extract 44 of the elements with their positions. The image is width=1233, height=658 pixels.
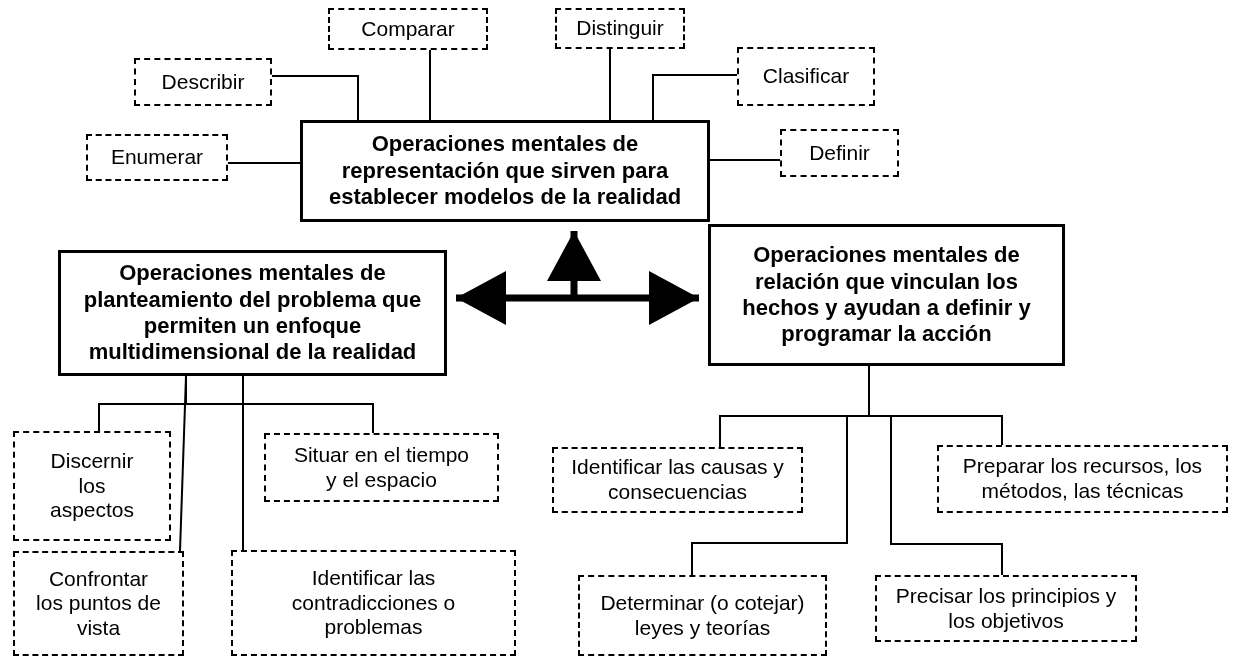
box-text: Operaciones mentales de representación que sirven para establecer modelos de la realidad <box>327 131 683 211</box>
box-text: Confrontar los puntos de vista <box>35 566 162 641</box>
operation-box <box>780 129 899 177</box>
category-box <box>58 250 447 376</box>
operation-box <box>875 575 1137 642</box>
box-text: Identificar las causas y consecuencias <box>570 455 785 505</box>
box-text: Preparar los recursos, los métodos, las técnicas <box>961 454 1204 504</box>
connector-line <box>868 365 1003 576</box>
box-text: Describir <box>161 69 245 95</box>
operation-box <box>937 445 1228 513</box>
box-text: Operaciones mentales de relación que vinculan los hechos y ayudan a definir y programar la acción <box>741 242 1032 348</box>
operation-box <box>231 550 516 656</box>
connector-line <box>709 159 781 161</box>
connector-line <box>271 75 359 121</box>
operation-box <box>328 8 488 50</box>
category-box <box>708 224 1065 366</box>
operation-box <box>13 551 184 656</box>
connector-line <box>429 49 431 121</box>
box-text: Precisar los principios y los objetivos <box>894 583 1118 634</box>
box-text: Identificar las contradicciones o problemas <box>290 566 457 640</box>
operation-box <box>264 433 499 502</box>
operation-box <box>578 575 827 656</box>
connector-line <box>609 48 611 121</box>
connector-line <box>227 162 301 164</box>
connector-line <box>179 375 187 552</box>
operation-box <box>737 47 875 106</box>
connector-line <box>242 375 244 551</box>
box-text: Discernir los aspectos <box>48 449 136 523</box>
operation-box <box>555 8 685 49</box>
category-box <box>300 120 710 222</box>
box-text: Operaciones mentales de planteamiento del problema que permiten un enfoque multidimensional de la realidad <box>82 260 423 366</box>
operation-box <box>552 447 803 513</box>
block-arrow <box>547 231 601 298</box>
box-text: Enumerar <box>110 145 204 170</box>
operation-box <box>134 58 272 106</box>
box-text: Definir <box>809 140 870 166</box>
box-text: Comparar <box>361 16 455 42</box>
box-text: Distinguir <box>576 16 664 41</box>
box-text: Determinar (o cotejar) leyes y teorías <box>599 590 806 641</box>
operation-box <box>13 431 171 541</box>
operation-box <box>86 134 228 181</box>
box-text: Clasificar <box>762 64 850 89</box>
connector-line <box>652 74 738 121</box>
box-text: Situar en el tiempo y el espacio <box>292 442 471 493</box>
